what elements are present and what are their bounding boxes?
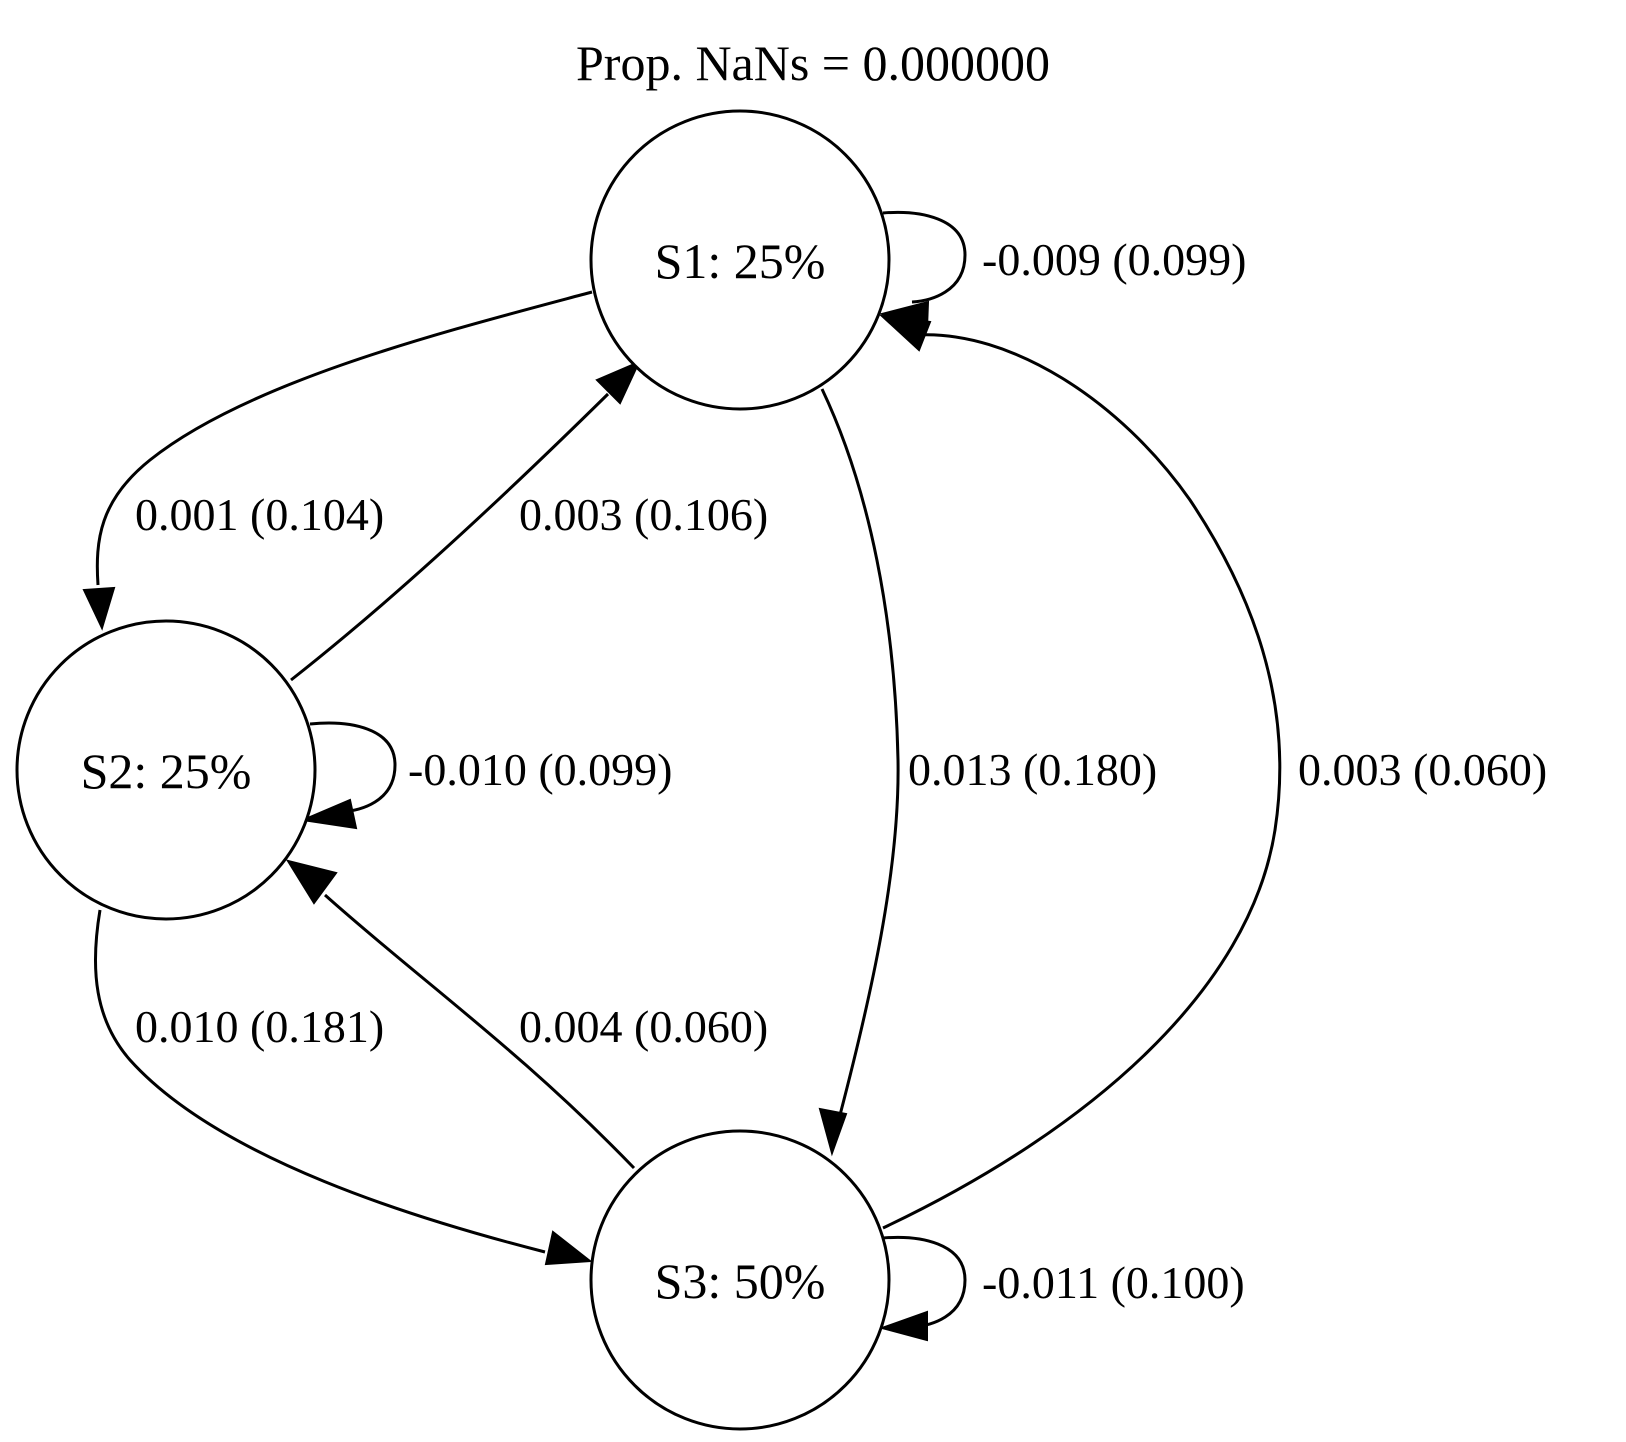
diagram-title: Prop. NaNs = 0.000000: [576, 35, 1050, 91]
arrowhead-s3-s2: [285, 859, 338, 905]
edge-label-s1-s1: -0.009 (0.099): [982, 234, 1246, 285]
edge-label-s3-s1: 0.003 (0.060): [1298, 744, 1547, 795]
node-s3: S3: 50%: [589, 1129, 891, 1431]
edge-label-s1-s2: 0.001 (0.104): [135, 489, 384, 540]
arrowhead-s3-s1: [879, 314, 932, 352]
node-s3-label: S3: 50%: [655, 1253, 826, 1309]
node-s2-label: S2: 25%: [81, 743, 252, 799]
edge-s1-s3: [820, 388, 900, 1116]
nodes: S1: 25% S2: 25% S3: 50%: [15, 109, 891, 1431]
arrowhead-s1-s2: [82, 586, 116, 631]
node-s1: S1: 25%: [589, 109, 891, 411]
arrowhead-s2-s3: [544, 1230, 593, 1266]
node-s1-circle: [589, 109, 891, 411]
arrowhead-s1-s3: [818, 1107, 848, 1157]
edge-s3-s2: [323, 893, 636, 1170]
edge-s3-s3: [882, 1235, 967, 1329]
edge-s1-s1: [882, 210, 967, 304]
edge-s2-s3: [93, 909, 546, 1254]
edge-label-s2-s2: -0.010 (0.099): [408, 744, 672, 795]
arrowhead-s2-s2: [299, 798, 358, 830]
node-s2: S2: 25%: [15, 619, 317, 921]
arrowhead-s2-s1: [595, 360, 642, 405]
edge-s3-s1: [882, 333, 1282, 1230]
edge-s2-s1: [290, 392, 610, 682]
arrowhead-s3-s3: [878, 1310, 928, 1342]
edge-label-s3-s2: 0.004 (0.060): [519, 1001, 768, 1052]
edge-labels: -0.009 (0.099) 0.001 (0.104) 0.003 (0.10…: [135, 234, 1547, 1308]
edge-label-s3-s3: -0.011 (0.100): [982, 1257, 1245, 1308]
edge-label-s1-s3: 0.013 (0.180): [908, 744, 1157, 795]
node-s3-circle: [589, 1129, 891, 1431]
edge-s1-s2: [95, 290, 593, 586]
edge-label-s2-s3: 0.010 (0.181): [135, 1001, 384, 1052]
edge-s2-s2: [309, 721, 397, 814]
edges: [82, 210, 1282, 1342]
node-s1-label: S1: 25%: [655, 233, 826, 289]
edge-label-s2-s1: 0.003 (0.106): [519, 489, 768, 540]
node-s2-circle: [15, 619, 317, 921]
